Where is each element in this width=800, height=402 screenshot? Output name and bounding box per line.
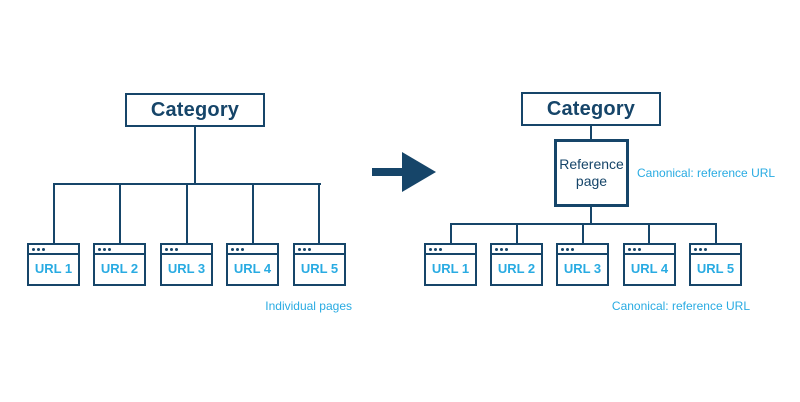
browser-titlebar [691, 245, 740, 255]
window-dot-icon [98, 247, 101, 251]
right-url-page-box-4: URL 4 [623, 243, 676, 286]
window-dot-icon [241, 247, 244, 251]
window-dot-icon [429, 247, 432, 251]
left-drop-line-2 [119, 183, 121, 244]
left-url-page-box-1: URL 1 [27, 243, 80, 286]
right-url-page-box-2: URL 2 [490, 243, 543, 286]
url-label: URL 3 [167, 261, 206, 276]
window-dot-icon [505, 247, 508, 251]
left-drop-line-4 [252, 183, 254, 244]
right-arrow-icon [372, 168, 406, 176]
right-url-page-box-1: URL 1 [424, 243, 477, 286]
window-dot-icon [108, 247, 111, 251]
url-label: URL 2 [497, 261, 536, 276]
window-dot-icon [165, 247, 168, 251]
left-url-page-box-2: URL 2 [93, 243, 146, 286]
url-label: URL 5 [300, 261, 339, 276]
window-dot-icon [303, 247, 306, 251]
window-dot-icon [571, 247, 574, 251]
right-drop-line-1 [450, 223, 452, 244]
url-label: URL 3 [563, 261, 602, 276]
left-category-box: Category [125, 93, 265, 127]
window-dot-icon [704, 247, 707, 251]
browser-titlebar [426, 245, 475, 255]
window-dot-icon [308, 247, 311, 251]
left-caption: Individual pages [265, 299, 352, 313]
window-dot-icon [434, 247, 437, 251]
right-drop-line-3 [582, 223, 584, 244]
reference-connector-line [590, 205, 592, 225]
right-category-connector-line [590, 124, 592, 142]
reference-page-box: Reference page [554, 139, 629, 207]
right-arrow-head-icon [402, 152, 436, 192]
left-url-page-box-5: URL 5 [293, 243, 346, 286]
window-dot-icon [231, 247, 234, 251]
window-dot-icon [628, 247, 631, 251]
browser-titlebar [492, 245, 541, 255]
left-drop-line-5 [318, 183, 320, 244]
browser-titlebar [558, 245, 607, 255]
window-dot-icon [32, 247, 35, 251]
window-dot-icon [42, 247, 45, 251]
left-drop-line-3 [186, 183, 188, 244]
window-dot-icon [566, 247, 569, 251]
window-dot-icon [298, 247, 301, 251]
window-dot-icon [236, 247, 239, 251]
right-drop-line-4 [648, 223, 650, 244]
url-label: URL 5 [696, 261, 735, 276]
window-dot-icon [638, 247, 641, 251]
left-category-connector-line [194, 125, 196, 185]
window-dot-icon [495, 247, 498, 251]
left-url-page-box-4: URL 4 [226, 243, 279, 286]
window-dot-icon [170, 247, 173, 251]
browser-titlebar [228, 245, 277, 255]
browser-titlebar [162, 245, 211, 255]
url-label: URL 4 [233, 261, 272, 276]
url-label: URL 1 [34, 261, 73, 276]
browser-titlebar [295, 245, 344, 255]
right-category-box: Category [521, 92, 661, 126]
canonical-side-caption: Canonical: reference URL [637, 166, 776, 180]
canonical-bottom-caption: Canonical: reference URL [611, 299, 750, 313]
url-label: URL 4 [630, 261, 669, 276]
url-label: URL 2 [100, 261, 139, 276]
right-drop-line-5 [715, 223, 717, 244]
browser-titlebar [95, 245, 144, 255]
browser-titlebar [29, 245, 78, 255]
left-category-label: Category [150, 98, 240, 121]
reference-page-label: Reference page [559, 155, 624, 190]
right-url-page-box-5: URL 5 [689, 243, 742, 286]
window-dot-icon [439, 247, 442, 251]
right-drop-line-2 [516, 223, 518, 244]
right-category-label: Category [546, 97, 636, 120]
url-label: URL 1 [431, 261, 470, 276]
window-dot-icon [561, 247, 564, 251]
window-dot-icon [633, 247, 636, 251]
browser-titlebar [625, 245, 674, 255]
window-dot-icon [37, 247, 40, 251]
left-url-page-box-3: URL 3 [160, 243, 213, 286]
window-dot-icon [699, 247, 702, 251]
right-url-page-box-3: URL 3 [556, 243, 609, 286]
window-dot-icon [103, 247, 106, 251]
window-dot-icon [500, 247, 503, 251]
window-dot-icon [175, 247, 178, 251]
window-dot-icon [694, 247, 697, 251]
left-drop-line-1 [53, 183, 55, 244]
